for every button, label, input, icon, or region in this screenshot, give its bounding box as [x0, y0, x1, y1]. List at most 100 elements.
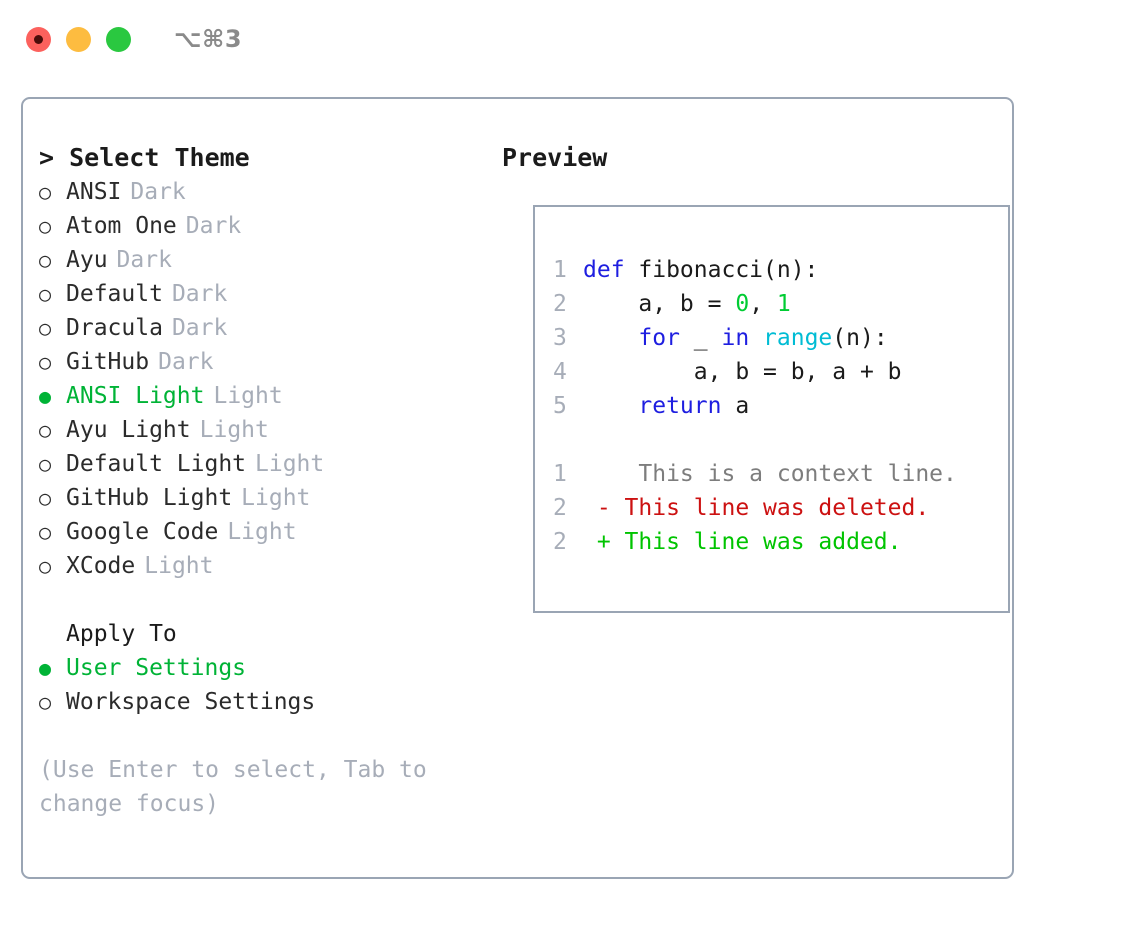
theme-option-label: Dracula	[66, 315, 163, 341]
theme-option[interactable]: ○ XCode Light	[39, 549, 499, 583]
code-line-text: a, b = b, a + b	[583, 355, 902, 389]
close-button[interactable]	[26, 26, 51, 52]
apply-to-heading: Apply To	[66, 621, 177, 647]
diff-lines: 1 This is a context line.2 - This line w…	[553, 457, 1008, 559]
theme-option[interactable]: ○ Google Code Light	[39, 515, 499, 549]
code-token-plain: ,	[749, 291, 777, 317]
radio-unselected-icon: ○	[39, 452, 52, 476]
theme-option-variant: Dark	[185, 213, 242, 239]
radio-unselected-icon: ○	[39, 520, 52, 544]
diff-line-del: 2 - This line was deleted.	[553, 491, 1008, 525]
diff-line-number: 2	[553, 495, 567, 521]
radio-unselected-icon: ○	[39, 486, 52, 510]
radio-selected-icon: ●	[39, 384, 52, 408]
code-line: 5 return a	[553, 389, 1008, 423]
diff-line-text: - This line was deleted.	[583, 495, 930, 521]
code-token-fn: range	[763, 325, 833, 351]
code-token-plain: a, b =	[583, 291, 736, 317]
code-line-number: 1	[553, 257, 567, 283]
code-token-plain: a	[721, 393, 750, 419]
theme-option-variant: Dark	[130, 179, 186, 205]
theme-option-label: Ayu	[66, 247, 108, 273]
code-sample: 1 def fibonacci(n): 2 a, b = 0, 1 3 for _ i…	[535, 207, 1008, 559]
theme-option[interactable]: ○ Dracula Dark	[39, 311, 499, 345]
code-line: 1 def fibonacci(n):	[553, 253, 1008, 287]
diff-line-text: This is a context line.	[583, 461, 957, 487]
theme-option[interactable]: ○ GitHub Light Light	[39, 481, 499, 515]
diff-line-add: 2 + This line was added.	[553, 525, 1008, 559]
code-token-num: 1	[776, 291, 791, 317]
column-spacer	[39, 583, 499, 617]
apply-to-option[interactable]: ○ Workspace Settings	[39, 685, 499, 719]
code-line-number: 2	[553, 291, 567, 317]
theme-option-label: Default Light	[66, 451, 247, 477]
radio-selected-icon: ●	[39, 656, 52, 680]
theme-option-variant: Light	[199, 417, 269, 443]
code-token-kw: def	[583, 257, 625, 283]
theme-option-variant: Dark	[171, 315, 228, 341]
code-line-number: 3	[553, 325, 567, 351]
theme-option[interactable]: ○ Atom One Dark	[39, 209, 499, 243]
theme-option-label: Google Code	[66, 519, 219, 545]
code-line-text: return a	[583, 389, 749, 423]
theme-option-variant: Light	[227, 519, 297, 545]
radio-unselected-icon: ○	[39, 180, 52, 204]
code-token-num: 0	[735, 291, 750, 317]
select-theme-heading: > Select Theme	[39, 143, 250, 172]
diff-line-number: 2	[553, 529, 567, 555]
code-token-plain: fibonacci(n):	[624, 257, 819, 283]
minimize-button[interactable]	[66, 26, 91, 52]
code-lines: 1 def fibonacci(n): 2 a, b = 0, 1 3 for _ i…	[553, 253, 1008, 423]
code-line-number: 5	[553, 393, 567, 419]
radio-unselected-icon: ○	[39, 418, 52, 442]
code-token-plain	[749, 325, 763, 351]
theme-option-variant: Dark	[116, 247, 172, 273]
code-token-plain	[583, 325, 638, 351]
theme-option-label: ANSI	[66, 179, 122, 205]
theme-option-label: ANSI Light	[66, 383, 205, 409]
theme-option-variant: Light	[241, 485, 311, 511]
theme-option-variant: Dark	[171, 281, 228, 307]
theme-option-label: XCode	[66, 553, 136, 579]
code-token-kw: return	[638, 393, 722, 419]
theme-option-label: Ayu Light	[66, 417, 191, 443]
radio-unselected-icon: ○	[39, 282, 52, 306]
theme-option[interactable]: ○ Ayu Dark	[39, 243, 499, 277]
theme-option[interactable]: ○ Default Dark	[39, 277, 499, 311]
maximize-button[interactable]	[106, 26, 131, 52]
code-token-plain	[583, 393, 638, 419]
theme-option-label: GitHub Light	[66, 485, 233, 511]
apply-to-option-label: Workspace Settings	[66, 689, 316, 715]
theme-option[interactable]: ○ ANSI Dark	[39, 175, 499, 209]
code-token-plain: _	[679, 325, 722, 351]
title-bar: ⌥⌘3	[0, 0, 1140, 78]
theme-option-label: Default	[66, 281, 163, 307]
diff-line-text: + This line was added.	[583, 529, 902, 555]
code-line-text: for _ in range(n):	[583, 321, 888, 355]
theme-option-variant: Light	[213, 383, 283, 409]
radio-unselected-icon: ○	[39, 248, 52, 272]
radio-unselected-icon: ○	[39, 214, 52, 238]
theme-option[interactable]: ● ANSI Light Light	[39, 379, 499, 413]
theme-option[interactable]: ○ Ayu Light Light	[39, 413, 499, 447]
theme-option-label: GitHub	[66, 349, 150, 375]
theme-option-variant: Light	[144, 553, 214, 579]
code-line: 2 a, b = 0, 1	[553, 287, 1008, 321]
apply-to-option[interactable]: ●User Settings	[39, 651, 499, 685]
apply-to-list[interactable]: ●User Settings ○ Workspace Settings	[39, 651, 499, 719]
radio-unselected-icon: ○	[39, 690, 52, 714]
keyboard-hint-text: (Use Enter to select, Tab to change focu…	[39, 757, 441, 817]
code-line: 4 a, b = b, a + b	[553, 355, 1008, 389]
radio-unselected-icon: ○	[39, 554, 52, 578]
radio-unselected-icon: ○	[39, 316, 52, 340]
radio-unselected-icon: ○	[39, 350, 52, 374]
code-token-plain: (n):	[832, 325, 888, 351]
code-token-kw: in	[721, 325, 750, 351]
theme-option-label: Atom One	[66, 213, 177, 239]
